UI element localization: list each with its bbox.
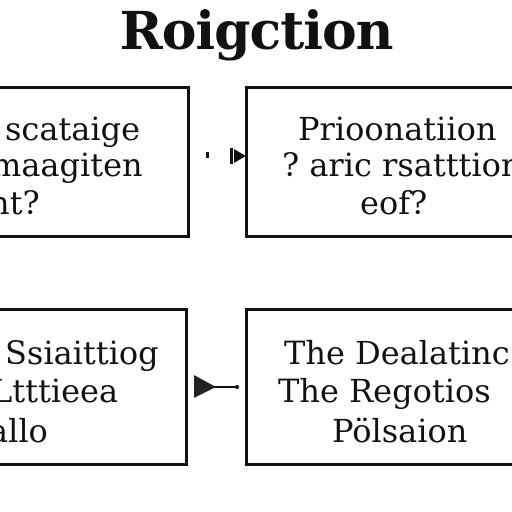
- box-text-line: Ssiaittiog: [5, 334, 159, 372]
- box-text-line: Ltttieea: [0, 372, 119, 410]
- connector-dot: [206, 152, 209, 158]
- top-left-box: scataige maagiten nt?: [0, 86, 190, 238]
- box-text-line: maagiten: [0, 146, 143, 184]
- bottom-right-box: The Dealatinc The Regotios Pölsaion: [245, 308, 512, 466]
- box-text-line: ? aric rsatttion: [282, 146, 512, 184]
- box-text-line: scataige: [5, 110, 141, 148]
- connector-dot: [235, 385, 239, 389]
- connector-tick: [230, 148, 233, 164]
- top-right-box: Prioonatiion ? aric rsatttion eof?: [245, 86, 512, 238]
- box-text-line: The Dealatinc: [284, 334, 510, 372]
- diagram-title: Roigction: [119, 1, 394, 62]
- box-text-line: Prioonatiion: [298, 110, 497, 148]
- top-arrow-connector: [206, 148, 246, 164]
- box-text-line: nt?: [0, 184, 40, 222]
- bottom-arrow-connector: [194, 375, 239, 398]
- box-text-line: Pölsaion: [332, 412, 468, 450]
- box-text-line: The Regotios: [278, 372, 491, 410]
- arrowhead-icon: [194, 375, 216, 398]
- box-text-line: eof?: [360, 184, 428, 222]
